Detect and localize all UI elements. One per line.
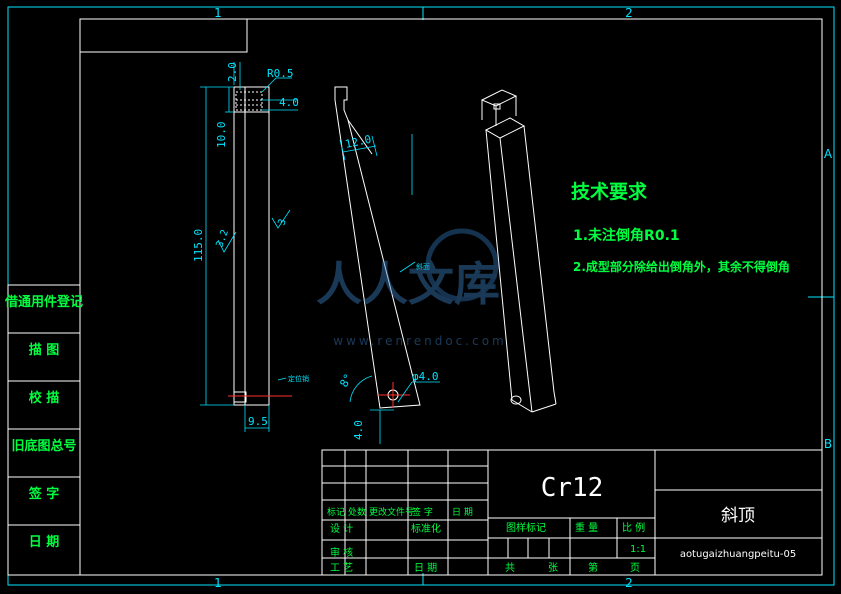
zone-top-1: 1: [214, 6, 222, 20]
tb-standard: 标准化: [411, 522, 441, 535]
tb-total: 共: [505, 562, 515, 574]
dim-8deg: 8°: [337, 372, 355, 390]
dim-10-0: 10.0: [215, 122, 228, 149]
watermark: 人人文库 www.renrendoc.com: [316, 228, 506, 348]
tb-sheets: 张: [548, 562, 558, 574]
zone-bottom-2: 2: [625, 576, 633, 590]
drawing-no: aotugaizhuangpeitu-05: [680, 549, 796, 560]
side-view: [334, 86, 421, 409]
tech-req-line2: 2.成型部分除给出倒角外，其余不得倒角: [573, 259, 790, 274]
left-col-r4: 旧底图总号: [11, 438, 76, 454]
dim-4-0-top: 4.0: [279, 96, 299, 109]
rev-h5: 日 期: [452, 507, 473, 518]
dim-12-0: 12.0: [344, 133, 373, 151]
tb-scale-value: 1:1: [630, 544, 646, 555]
watermark-brand: 人人文库: [316, 257, 500, 311]
tech-req-title: 技术要求: [571, 180, 648, 203]
left-col-r3: 校 描: [29, 390, 60, 406]
front-view-dims: [200, 62, 298, 432]
material: Cr12: [541, 473, 604, 503]
watermark-url: www.renrendoc.com: [333, 334, 506, 348]
zone-right-b: B: [824, 437, 832, 451]
dim-2-0: 2.0: [226, 62, 239, 82]
zone-bottom-1: 1: [214, 576, 222, 590]
dim-4-0-bottom: 4.0: [352, 420, 365, 440]
rev-h4: 签 字: [412, 506, 433, 518]
tb-review: 审 核: [330, 546, 353, 559]
tb-weight: 重 量: [575, 521, 598, 534]
tb-sheet-no: 第: [588, 561, 598, 574]
dim-r0-5: R0.5: [267, 67, 294, 80]
rev-h3: 更改文件号: [369, 506, 414, 518]
left-col-r2: 描 图: [29, 342, 60, 358]
side-view-dims: [339, 134, 440, 444]
title-block: [321, 449, 823, 576]
tech-req-line1: 1.未注倒角R0.1: [573, 227, 680, 244]
rev-h1: 标记: [327, 506, 345, 518]
callout-mid-face: 斜面: [416, 262, 430, 271]
isometric-view: [480, 89, 557, 413]
rough-3-2: 3.2: [214, 228, 231, 249]
zone-right-a: A: [824, 147, 833, 161]
left-col-r6: 日 期: [29, 535, 60, 550]
rev-h2: 处数: [348, 506, 366, 518]
dim-9-5: 9.5: [248, 415, 268, 428]
callout-left-hole: 定位销: [288, 374, 309, 383]
left-col-r1: 借通用件登记: [4, 294, 83, 310]
tb-stage-mark: 图样标记: [506, 521, 546, 534]
tb-date2: 日 期: [414, 562, 437, 574]
part-name: 斜顶: [721, 506, 755, 526]
front-view: [228, 86, 292, 406]
tb-page: 页: [630, 562, 640, 574]
dim-phi4-0: φ4.0: [412, 370, 439, 383]
dim-115-0: 115.0: [192, 229, 205, 262]
tb-process: 工 艺: [330, 562, 353, 574]
left-column: [7, 284, 81, 576]
zone-top-2: 2: [625, 6, 633, 20]
left-col-r5: 签 字: [28, 486, 60, 502]
rough-3: 3: [276, 218, 288, 227]
tb-design: 设 计: [330, 522, 353, 535]
tb-scale-label: 比 例: [622, 521, 645, 534]
